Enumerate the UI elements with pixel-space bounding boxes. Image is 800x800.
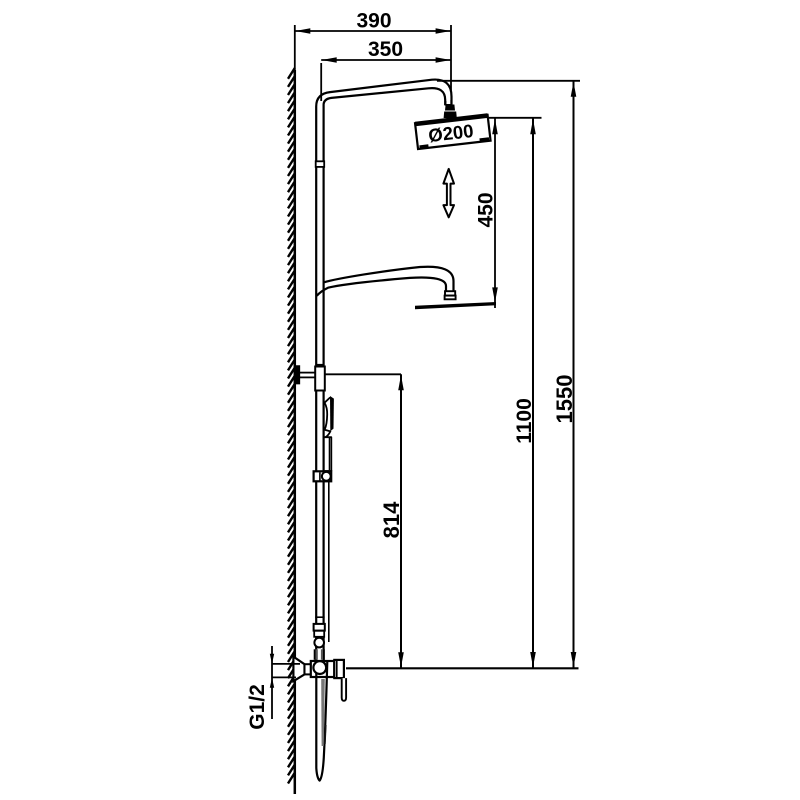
- svg-text:350: 350: [368, 38, 403, 61]
- svg-text:390: 390: [356, 10, 391, 33]
- svg-text:Ø200: Ø200: [427, 120, 474, 146]
- svg-text:1550: 1550: [552, 375, 577, 424]
- svg-text:450: 450: [474, 192, 497, 227]
- svg-text:814: 814: [379, 501, 404, 538]
- svg-text:G1/2: G1/2: [246, 684, 269, 730]
- svg-text:1100: 1100: [513, 398, 536, 444]
